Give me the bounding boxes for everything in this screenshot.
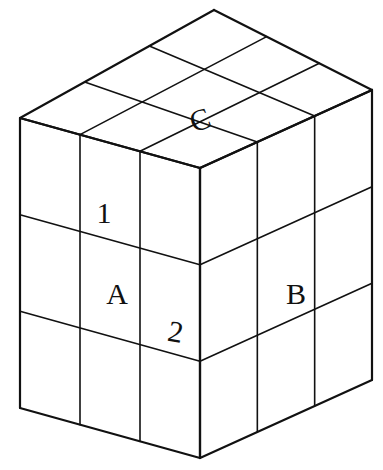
- cube-grid-line: [20, 408, 200, 458]
- cube-grid-line: [139, 151, 141, 441]
- face-letter: A: [106, 279, 128, 309]
- callout-number: 2: [165, 316, 185, 348]
- cube-grid-line: [214, 10, 372, 90]
- cube-grid-line: [257, 142, 259, 432]
- cube-grid-line: [20, 118, 200, 168]
- cube-grid-line: [200, 187, 372, 265]
- cube-grid-line: [199, 168, 201, 458]
- cube-grid-line: [80, 37, 267, 135]
- callout-number: 1: [97, 198, 112, 228]
- cube-grid-line: [20, 10, 214, 118]
- cube-grid-line: [199, 168, 201, 458]
- cube-grid-line: [149, 46, 314, 116]
- cube-grid-line: [371, 90, 373, 380]
- cube-grid-line: [85, 82, 258, 142]
- cube-grid-line: [200, 90, 372, 168]
- cube-grid-line: [19, 118, 21, 408]
- cube-grid-line: [20, 118, 200, 168]
- cube-grid-line: [79, 135, 81, 425]
- cube-grid-line: [200, 380, 372, 458]
- cube-grid-line: [200, 90, 372, 168]
- cube-grid-line: [314, 116, 316, 406]
- face-letter: B: [286, 279, 306, 309]
- face-letter: C: [185, 102, 214, 137]
- cube-grid-line: [20, 311, 200, 361]
